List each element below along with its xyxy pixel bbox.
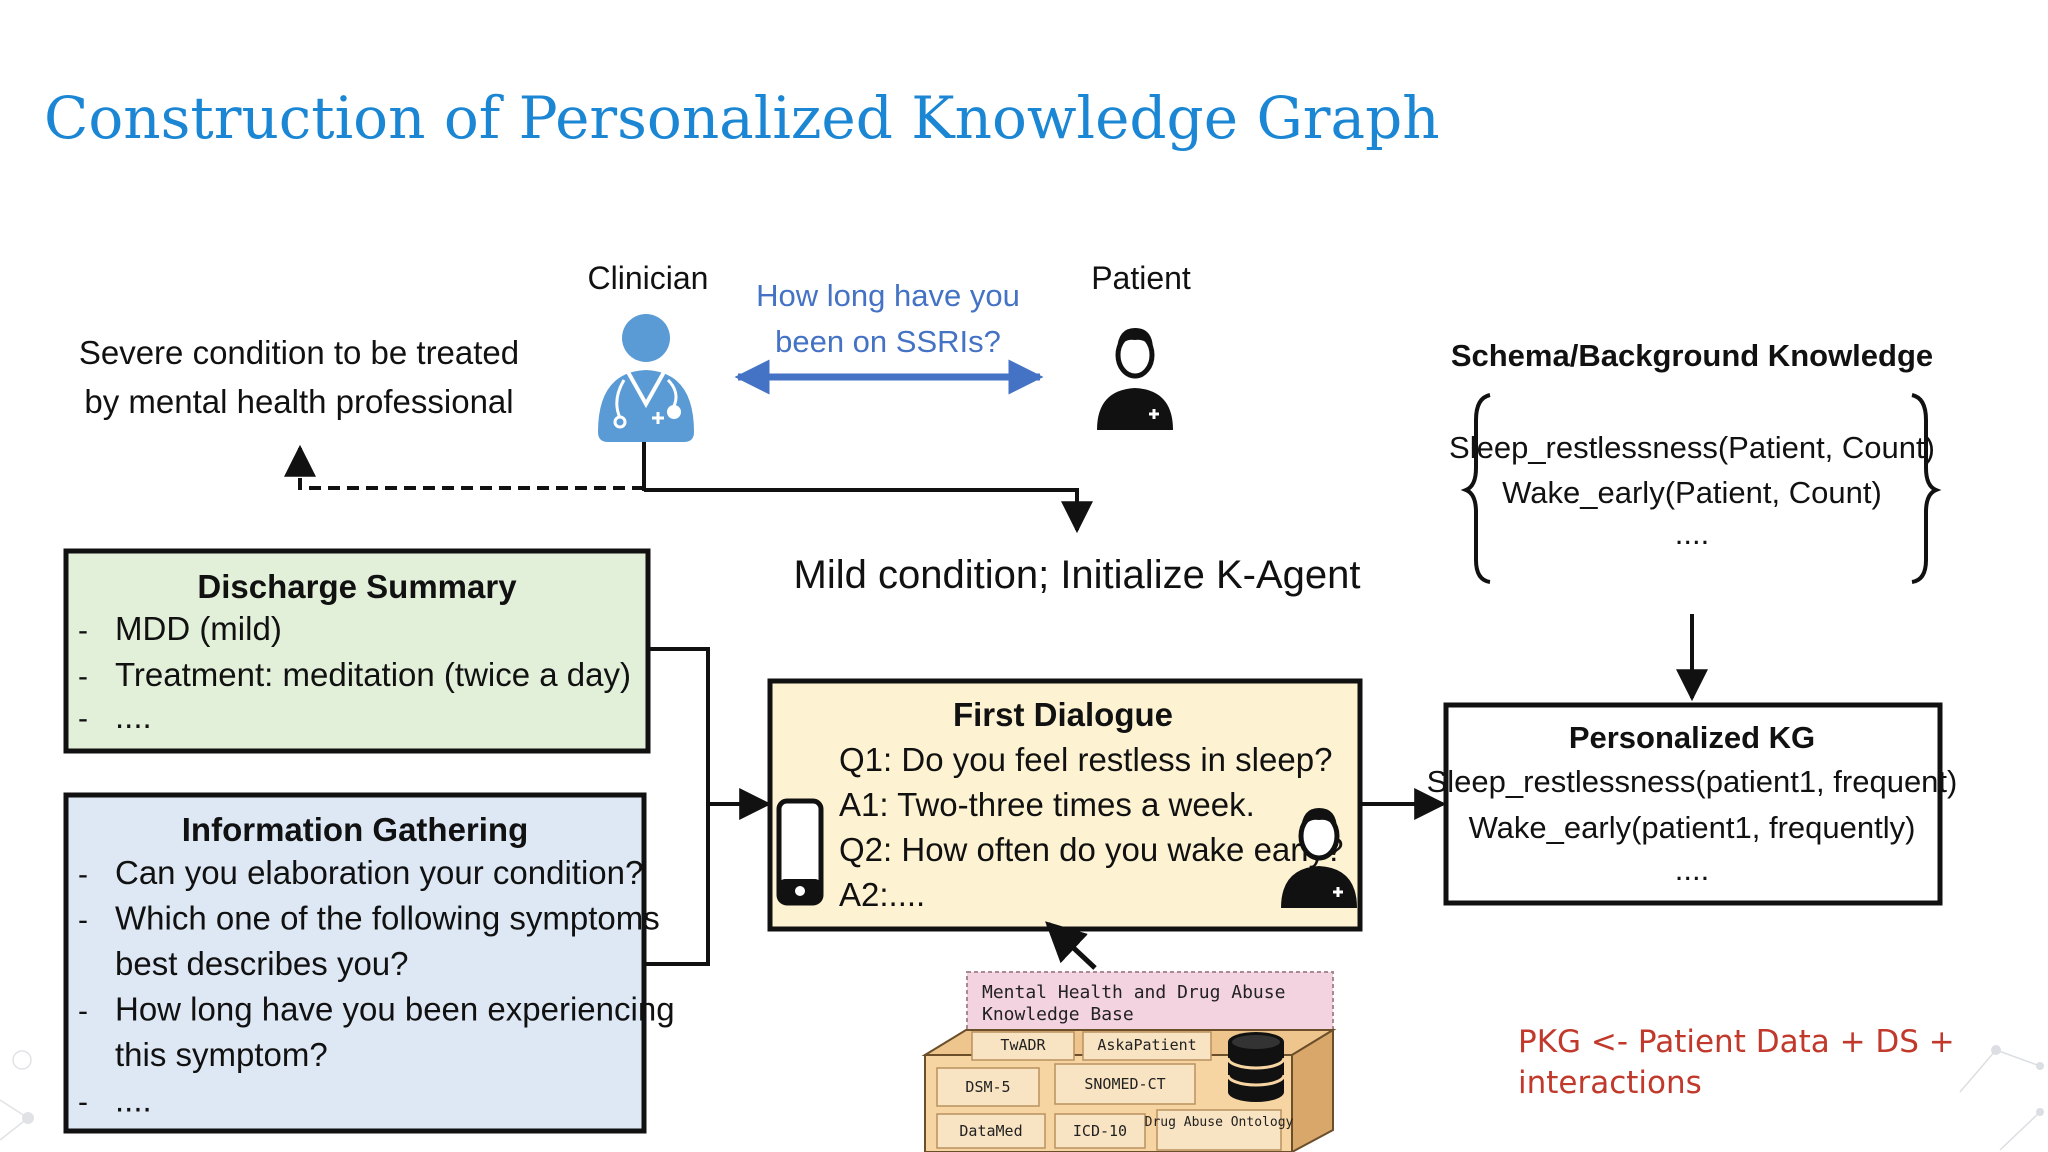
schema-title: Schema/Background Knowledge — [1451, 338, 1933, 373]
question-line-2: been on SSRIs? — [775, 324, 1001, 359]
schema-line: Sleep_restlessness(Patient, Count) — [1449, 430, 1935, 465]
discharge-item: .... — [115, 698, 152, 735]
dialogue-line: A2:.... — [839, 876, 925, 913]
database-icon — [1226, 1032, 1286, 1102]
slide-title: Construction of Personalized Knowledge G… — [44, 84, 1440, 152]
discharge-bullet: - — [78, 702, 88, 735]
kb-source-label: Drug Abuse Ontology — [1145, 1115, 1294, 1130]
dialogue-line: Q1: Do you feel restless in sleep? — [839, 741, 1332, 778]
merge-connector — [644, 647, 710, 966]
mild-arrow — [644, 488, 1093, 534]
kb-title-line: Knowledge Base — [982, 1004, 1134, 1025]
information-gathering-box — [63, 792, 647, 1134]
pkg-note: PKG <- Patient Data + DS + interactions — [1518, 1022, 1955, 1104]
discharge-bullet: - — [78, 614, 88, 647]
kb-source-chip — [936, 1067, 1040, 1107]
patient-agent-icon — [1281, 808, 1357, 908]
kb-to-dialogue-arrow — [1045, 921, 1097, 970]
clinician-label: Clinician — [588, 260, 709, 296]
kb-source-label: AskaPatient — [1097, 1036, 1196, 1054]
information-gathering-items: -Can you elaboration your condition?-Whi… — [78, 854, 675, 1119]
kb-source-chip — [1082, 1031, 1212, 1061]
info-bullet: - — [78, 1086, 88, 1119]
patient-label: Patient — [1091, 260, 1191, 296]
knowledge-base: Mental Health and Drug Abuse Knowledge B… — [921, 971, 1337, 1152]
clinician-icon — [598, 314, 694, 442]
kb-source-label: ICD-10 — [1073, 1122, 1127, 1140]
phone-icon — [776, 798, 824, 906]
kb-source-chip — [936, 1113, 1046, 1149]
kb-source-chip — [1156, 1109, 1282, 1151]
info-item: .... — [115, 1082, 152, 1119]
kb-header — [966, 971, 1334, 1031]
kb-source-label: TwADR — [1000, 1036, 1046, 1054]
network-decoration-right — [1959, 1045, 2044, 1151]
info-item: Can you elaboration your condition? — [115, 854, 643, 891]
dialogue-line: Q2: How often do you wake early? — [839, 831, 1343, 868]
personalized-kg-title: Personalized KG — [1569, 720, 1815, 755]
question-line-1: How long have you — [756, 278, 1020, 313]
pkg-note-line: PKG <- Patient Data + DS + — [1518, 1024, 1955, 1060]
info-item: Which one of the following symptoms — [115, 900, 660, 937]
kb-source-chip — [1054, 1113, 1146, 1149]
first-dialogue-box — [767, 678, 1363, 932]
kb-source-label: DataMed — [959, 1122, 1022, 1140]
info-bullet: - — [78, 995, 88, 1028]
kb-source-chip — [1054, 1063, 1196, 1105]
dialogue-line: A1: Two-three times a week. — [839, 786, 1255, 823]
schema-line: Wake_early(Patient, Count) — [1502, 475, 1882, 510]
severe-condition-line-1: Severe condition to be treated — [79, 334, 519, 371]
info-item: this symptom? — [115, 1036, 328, 1073]
mild-condition-label: Mild condition; Initialize K-Agent — [794, 553, 1361, 597]
schema-line: .... — [1675, 516, 1709, 551]
info-item: best describes you? — [115, 945, 409, 982]
info-bullet: - — [78, 904, 88, 937]
severe-dashed-arrow — [284, 444, 644, 490]
network-decoration-left — [0, 1050, 34, 1141]
kb-source-label: SNOMED-CT — [1084, 1075, 1165, 1093]
schema-right-brace — [1911, 393, 1942, 584]
info-bullet: - — [78, 858, 88, 891]
kb-source-label: DSM-5 — [965, 1078, 1010, 1096]
discharge-item: Treatment: meditation (twice a day) — [115, 656, 631, 693]
discharge-item: MDD (mild) — [115, 610, 282, 647]
info-item: How long have you been experiencing — [115, 991, 675, 1028]
first-dialogue-title: First Dialogue — [953, 696, 1173, 733]
pkg-line: Wake_early(patient1, frequently) — [1469, 810, 1916, 845]
discharge-summary-title: Discharge Summary — [197, 568, 517, 605]
pkg-line: Sleep_restlessness(patient1, frequent) — [1427, 764, 1958, 799]
personalized-kg-box — [1443, 702, 1943, 906]
discharge-summary-box — [63, 548, 651, 754]
kb-source-chip — [971, 1031, 1075, 1061]
discharge-bullet: - — [78, 660, 88, 693]
pkg-note-line: interactions — [1518, 1065, 1702, 1101]
kb-title-line: Mental Health and Drug Abuse — [982, 982, 1285, 1003]
information-gathering-title: Information Gathering — [182, 811, 529, 848]
pkg-line: .... — [1675, 852, 1709, 887]
patient-icon — [1097, 328, 1173, 430]
severe-condition-line-2: by mental health professional — [84, 383, 513, 420]
schema-left-brace — [1460, 393, 1491, 584]
